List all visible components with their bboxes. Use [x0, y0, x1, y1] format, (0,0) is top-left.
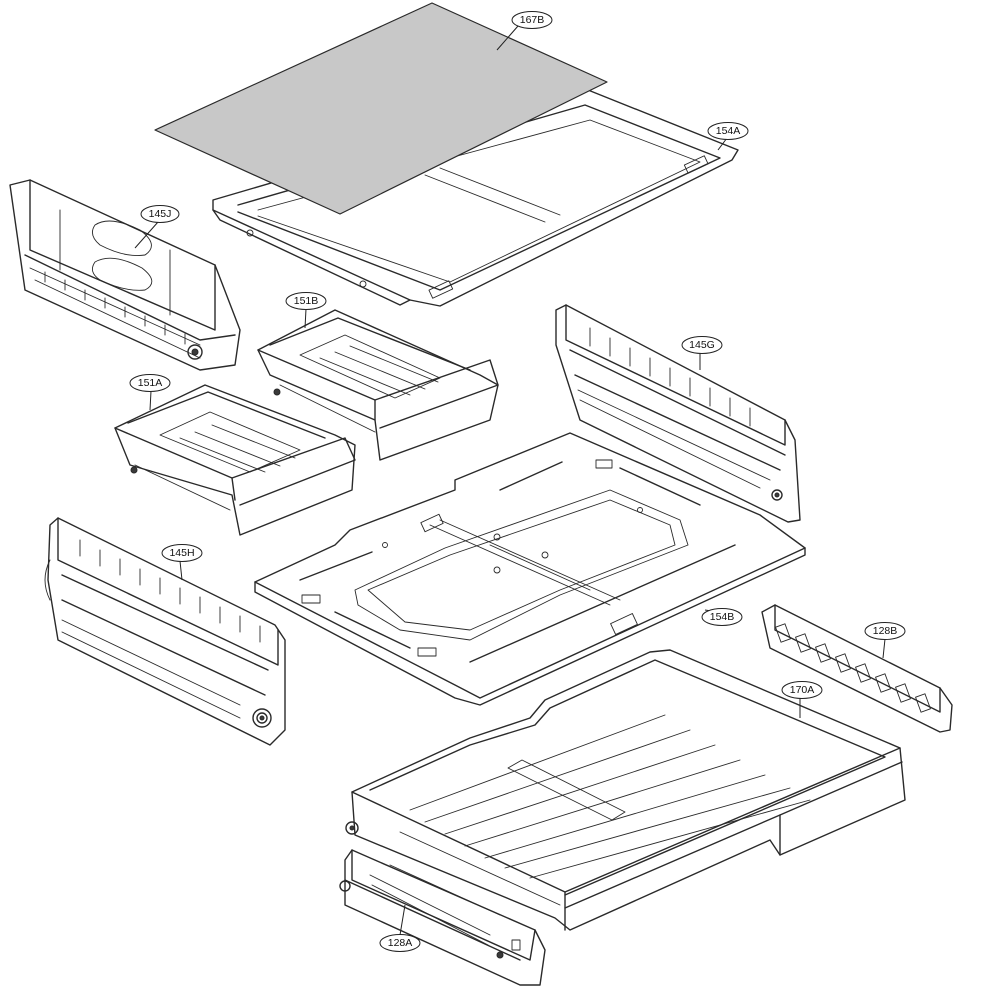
part-145g-right-cover — [555, 304, 801, 523]
callout-154b: 154B — [701, 608, 743, 626]
callout-145h-label: 145H — [169, 547, 194, 559]
callout-151a: 151A — [129, 374, 171, 411]
callout-145h: 145H — [161, 544, 203, 581]
part-151a-crisper-drawer — [114, 384, 356, 536]
part-128b-right-rail — [761, 604, 953, 733]
callout-167b-label: 167B — [520, 14, 545, 26]
callout-151a-label: 151A — [138, 377, 163, 389]
callout-145g-label: 145G — [689, 339, 715, 351]
callout-145j: 145J — [134, 205, 180, 249]
callout-151b-label: 151B — [294, 295, 319, 307]
part-170a-freezer-drawer — [345, 649, 906, 931]
callout-151b: 151B — [285, 292, 327, 329]
callout-128a-label: 128A — [388, 937, 413, 949]
part-145h-left-cover — [44, 517, 286, 746]
callout-170a-label: 170A — [790, 684, 815, 696]
callout-128a: 128A — [379, 904, 421, 952]
part-151b-crisper-drawer — [257, 309, 499, 461]
part-128a-front-rail — [339, 849, 546, 986]
callout-128b: 128B — [864, 622, 906, 659]
callout-167b: 167B — [496, 11, 553, 51]
part-167b-glass-panel — [154, 2, 608, 215]
callout-128b-label: 128B — [873, 625, 898, 637]
callout-154a-label: 154A — [716, 125, 741, 137]
callout-154b-label: 154B — [710, 611, 735, 623]
callout-145g: 145G — [681, 336, 723, 370]
part-145j-left-cover — [9, 179, 241, 371]
callout-145j-label: 145J — [149, 208, 172, 220]
callout-170a: 170A — [781, 681, 823, 718]
callout-154a: 154A — [707, 122, 749, 151]
part-154b-shelf-plate — [254, 432, 806, 706]
